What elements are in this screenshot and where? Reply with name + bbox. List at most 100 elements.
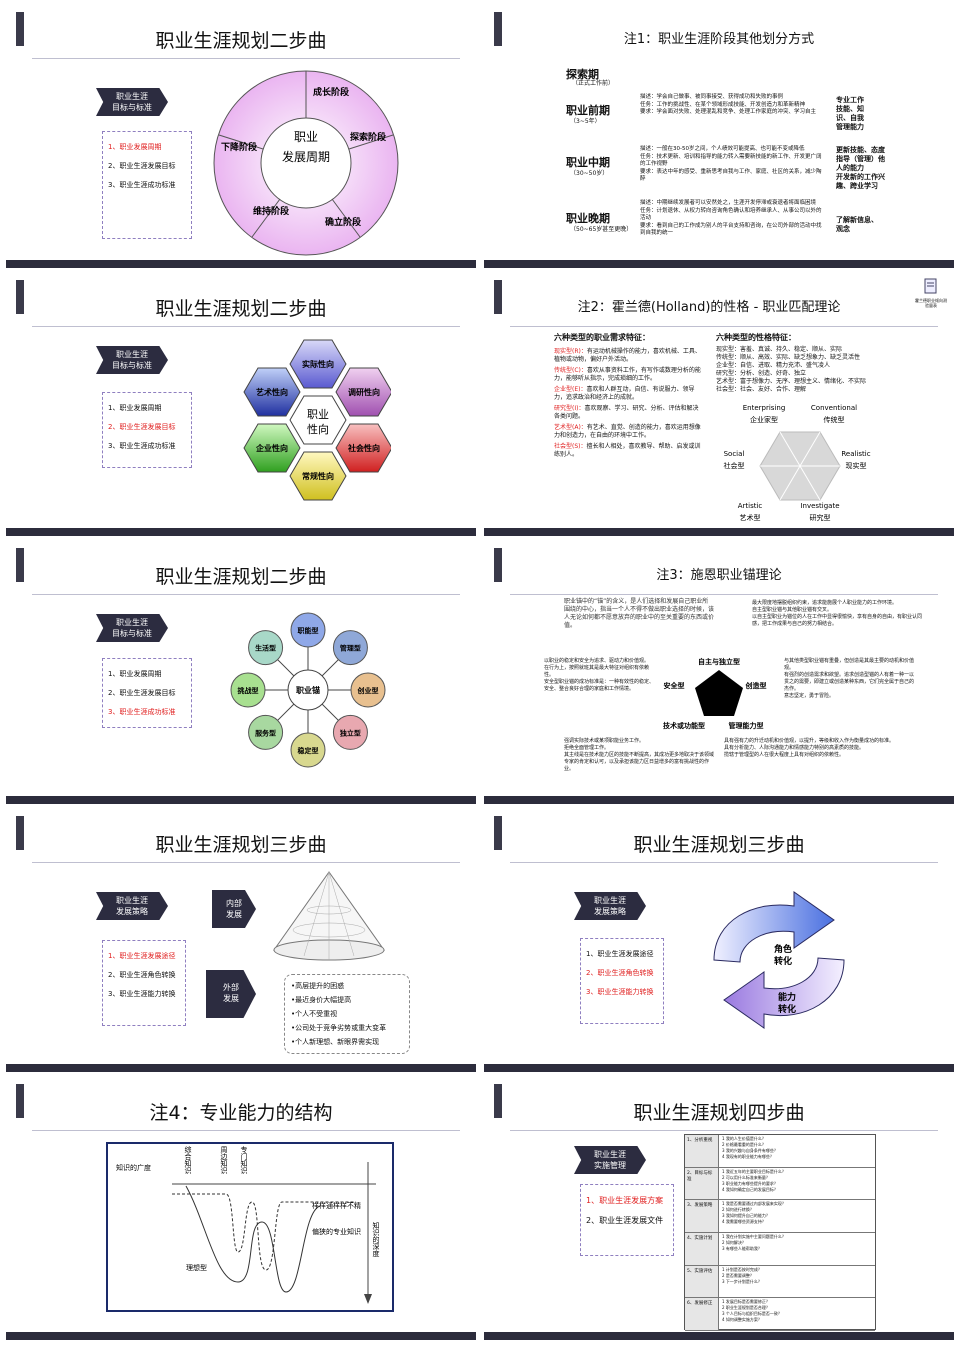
anchor-center [287, 669, 329, 711]
anchor-ball-label: 服务型 [255, 728, 276, 737]
holland-label-en: Conventional [811, 404, 857, 412]
slide-bottom-bar [6, 1332, 476, 1340]
plan-item: 1 我的人生价值是什么？ [722, 1136, 766, 1141]
anchor-note: 以职业的稳定和安全为追求、驱动力和价值观。 在行为上，按照就班其是最大特征对组织… [544, 658, 655, 692]
anchor-ball-label: 职能型 [298, 626, 319, 635]
anchor-ball-label: 管理型 [340, 644, 361, 653]
title-rule [510, 1130, 938, 1131]
submenu-item[interactable]: 1、职业生涯发展途径 [108, 952, 176, 960]
plan-item: 2 如何进行转换？ [722, 1207, 754, 1213]
hexagon-label: 企业性向 [255, 443, 288, 453]
slide-bottom-bar [484, 260, 954, 268]
plan-item: 2 如何解决？ [722, 1239, 746, 1245]
submenu-item[interactable]: 2、职业生涯角色转换 [586, 969, 654, 977]
submenu-item[interactable]: 3、职业生涯能力转换 [108, 990, 176, 998]
stage-desc: 描述：中期继续发展者可以安然处之，生涯开发停滞或衰退者将面临困境 任务：计划退休… [640, 200, 822, 236]
stage-name: 职业中期 [566, 156, 610, 169]
chart-label: 综合知识 [184, 1145, 192, 1175]
ability-arrow [723, 957, 845, 1029]
section-tag-text: 职业生涯 目标与标准 [112, 350, 152, 370]
pentagon-label: 创造型 [745, 681, 767, 690]
submenu-item[interactable]: 1、职业生涯发展方案 [586, 1196, 664, 1205]
hexagon-label: 常规性向 [302, 471, 334, 481]
slide-7[interactable]: 职业生涯规划三步曲 职业生涯 发展策略 1、职业生涯发展途径 2、职业生涯角色转… [6, 810, 476, 1072]
plan-step: 3、发展策略 [685, 1200, 719, 1232]
plan-step-items: 1 我在计划实施中主要问题是什么？2 如何解决？3 有哪些人能帮助我？ [719, 1233, 875, 1265]
holland-label-cn: 艺术型 [740, 513, 761, 522]
cone-diagram [273, 871, 385, 961]
slide-4[interactable]: 注2：霍兰德(Holland)的性格 - 职业匹配理论 霍兰德职业倾向测验量表 … [484, 274, 954, 536]
ability-label-1: 能力 [778, 991, 796, 1003]
cycle-diagram: 职业 发展周期 成长阶段 探索阶段 确立阶段 维持阶段 下降阶段 [213, 70, 399, 256]
slide-bottom-bar [6, 796, 476, 804]
stage-label: 下降阶段 [221, 141, 258, 153]
pentagon-label: 自主与独立型 [698, 657, 740, 666]
title-rule [510, 326, 938, 327]
stage-sub: （3~5年） [570, 118, 601, 125]
reason-text: 个人新理想、新眼界需实现 [295, 1038, 380, 1046]
slide-10[interactable]: 职业生涯规划四步曲 职业生涯 实施管理 1、职业生涯发展方案 2、职业生涯发展文… [484, 1078, 954, 1340]
submenu-item[interactable]: 1、职业发展周期 [108, 670, 162, 678]
depth-axis-arrow [364, 1294, 372, 1304]
title-rule [32, 862, 460, 863]
needs-type: 艺术型(A)： [554, 424, 587, 431]
slide-3[interactable]: 职业生涯规划二步曲 职业生涯 目标与标准 1、职业发展周期 2、职业生涯发展目标… [6, 274, 476, 536]
anchor-ball [290, 732, 326, 768]
chart-label: 知识的广度 [116, 1163, 151, 1172]
slide-title: 职业生涯规划三步曲 [633, 834, 805, 856]
needs-item: 研究型(I)：喜欢观察、学习、研究、分析、评估和解决各类问题。 [554, 405, 704, 421]
hexagon-center [289, 395, 347, 445]
plan-item: 3 我的兴趣与自身条件有哪些？ [722, 1148, 778, 1153]
traits-item: 艺术型：富于想像力、无序、理想主义、情绪化、不实际 [716, 378, 867, 385]
file-icon[interactable]: 霍兰德职业倾向测验量表 [914, 278, 948, 308]
plan-item: 4 我如何确定自己的发展目标？ [722, 1186, 778, 1192]
slide-title: 职业生涯规划二步曲 [155, 30, 327, 52]
submenu-item[interactable]: 2、职业生涯发展目标 [108, 689, 176, 697]
reason-item: •高层提升的困惑 [291, 982, 345, 990]
slide-6[interactable]: 注3：施恩职业锚理论 职业锚中的“锚”的含义，是人们选择和发展自己职业所围绕的中… [484, 542, 954, 804]
submenu-item[interactable]: 3、职业生涯能力转换 [586, 988, 654, 996]
needs-text: 喜欢观察、学习、研究、分析、评估和解决各类问题。 [554, 405, 699, 420]
slide-2[interactable]: 注1：职业生涯阶段其他划分方式 探索期 （正式工作前） 职业前期 （3~5年） … [484, 6, 954, 268]
submenu-item[interactable]: 2、职业生涯发展目标 [108, 162, 176, 170]
stage-label: 维持阶段 [253, 205, 290, 217]
stage-sub: （50~65岁甚至更晚） [570, 226, 633, 233]
submenu-item[interactable]: 3、职业生涯成功标准 [108, 181, 176, 189]
slide-5[interactable]: 职业生涯规划二步曲 职业生涯 目标与标准 1、职业发展周期 2、职业生涯发展目标… [6, 542, 476, 804]
submenu-item[interactable]: 2、职业生涯发展文件 [586, 1216, 664, 1225]
submenu: 1、职业发展周期 2、职业生涯发展目标 3、职业生涯成功标准 [102, 658, 192, 728]
plan-item: 2 是否需要调整？ [722, 1272, 754, 1278]
slide-bottom-bar [484, 528, 954, 536]
chart-label: 周边知识 [220, 1146, 228, 1175]
slide-9[interactable]: 注4：专业能力的结构 知识的广度 知识的深度 理想型 样样通样样不精 偏狭的专业… [6, 1078, 476, 1340]
submenu-item[interactable]: 1、职业发展周期 [108, 404, 162, 412]
inner-arrow: 内部 发展 [212, 890, 256, 928]
slide-accent-bar [494, 12, 502, 46]
slide-1[interactable]: 职业生涯规划二步曲 职业生涯 目标与标准 1、职业发展周期 2、职业生涯发展目标… [6, 6, 476, 268]
needs-heading: 六种类型的职业需求特征： [554, 333, 650, 342]
submenu-item[interactable]: 1、职业发展周期 [108, 143, 162, 151]
traits-item: 现实型：害羞、真诚、持久、稳定、顺从、实际 [716, 346, 843, 353]
traits-item: 传统型：顺从、高效、实际、缺乏想象力、缺乏灵活性 [716, 354, 861, 361]
cycle-center-label-1: 职业 [294, 130, 318, 144]
file-label: 霍兰德职业倾向测验量表 [915, 298, 947, 308]
submenu-item[interactable]: 3、职业生涯成功标准 [108, 708, 176, 716]
plan-step: 2、目标与标准 [685, 1167, 719, 1200]
anchor-ball-label: 挑战型 [238, 686, 259, 695]
slide-8[interactable]: 职业生涯规划三步曲 职业生涯 发展策略 1、职业生涯发展途径 2、职业生涯角色转… [484, 810, 954, 1072]
hexagon-label: 社会性向 [347, 443, 380, 453]
reason-text: 个人不受重视 [295, 1010, 338, 1018]
chart-label: 理想型 [186, 1263, 207, 1272]
anchor-intro: 职业锚中的“锚”的含义，是人们选择和发展自己职业所围绕的中心，指当一个人不得不做… [564, 598, 715, 629]
plan-item: 2 职业生涯规划是否合理？ [722, 1305, 770, 1311]
anchor-ball [248, 714, 284, 750]
submenu-item[interactable]: 1、职业生涯发展途径 [586, 950, 654, 958]
submenu-item[interactable]: 2、职业生涯发展目标 [108, 423, 176, 431]
submenu-item[interactable]: 2、职业生涯角色转换 [108, 971, 176, 979]
plan-item: 4 我需要哪些资源支持？ [722, 1219, 766, 1225]
reason-item: •最近身价大幅提高 [291, 996, 352, 1004]
submenu-item[interactable]: 3、职业生涯成功标准 [108, 442, 176, 450]
